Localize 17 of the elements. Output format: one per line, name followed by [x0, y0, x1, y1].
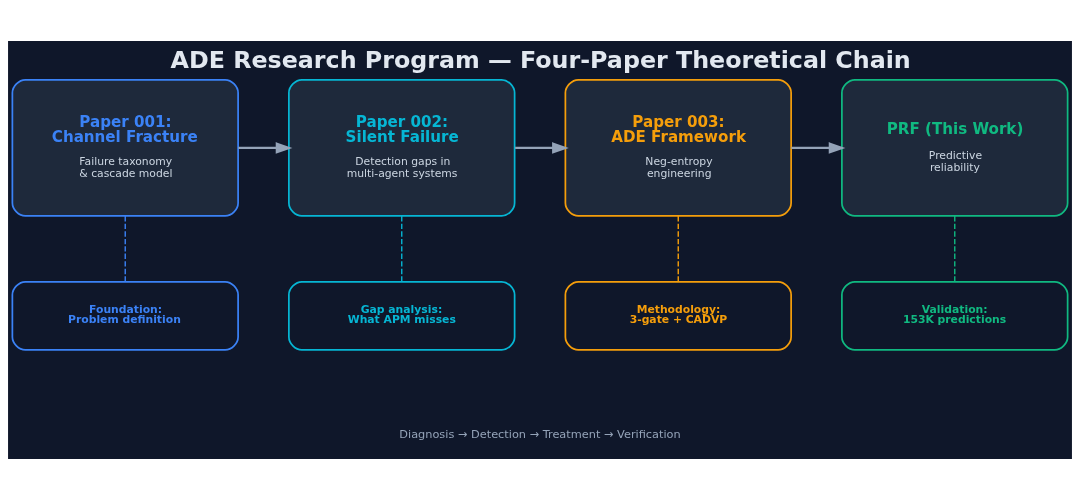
node-box: Validation: 153K predictions [841, 281, 1069, 351]
arrow [791, 142, 846, 154]
connector [954, 215, 956, 283]
diagram-title: ADE Research Program — Four-Paper Theoretical Chain [170, 45, 911, 74]
node-box: PRF (This Work) Predictive reliability [841, 79, 1069, 217]
connector [677, 215, 679, 283]
node-box: Foundation: Problem definition [11, 281, 239, 351]
node-box: Paper 002: Silent Failure Detection gaps in multi-agent systems [288, 79, 516, 217]
connector [401, 215, 403, 283]
arrow [238, 142, 293, 154]
arrow [515, 142, 569, 154]
node-box: Gap analysis: What APM misses [288, 281, 516, 351]
label: Diagnosis → Detection → Treatment → Verification [399, 426, 681, 441]
node-box: Paper 003: ADE Framework Neg-entropy engineering [564, 79, 792, 217]
connector [124, 215, 126, 283]
node-box: Methodology: 3-gate + CADVP [564, 281, 792, 351]
node-box: Paper 001: Channel Fracture Failure taxonomy & cascade model [11, 79, 239, 217]
